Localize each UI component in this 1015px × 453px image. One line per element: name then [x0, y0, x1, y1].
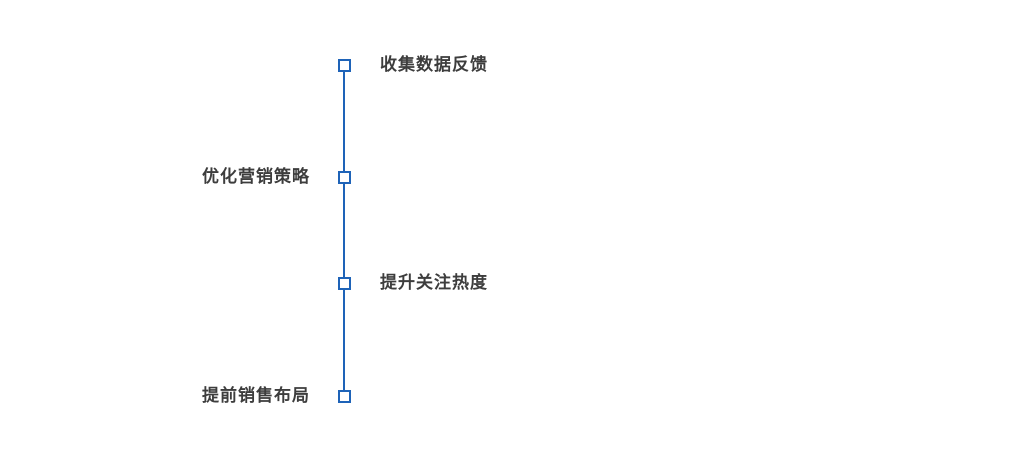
timeline-label-increase-attention: 提升关注热度 [380, 273, 488, 292]
timeline-node-marker [338, 171, 351, 184]
timeline-node-marker [338, 59, 351, 72]
timeline-axis-line [343, 65, 345, 396]
timeline-node-marker [338, 277, 351, 290]
timeline-label-optimize-marketing-strategy: 优化营销策略 [202, 167, 310, 186]
timeline-label-advance-sales-layout: 提前销售布局 [202, 386, 310, 405]
timeline-node-marker [338, 390, 351, 403]
timeline-label-collect-data-feedback: 收集数据反馈 [380, 55, 488, 74]
